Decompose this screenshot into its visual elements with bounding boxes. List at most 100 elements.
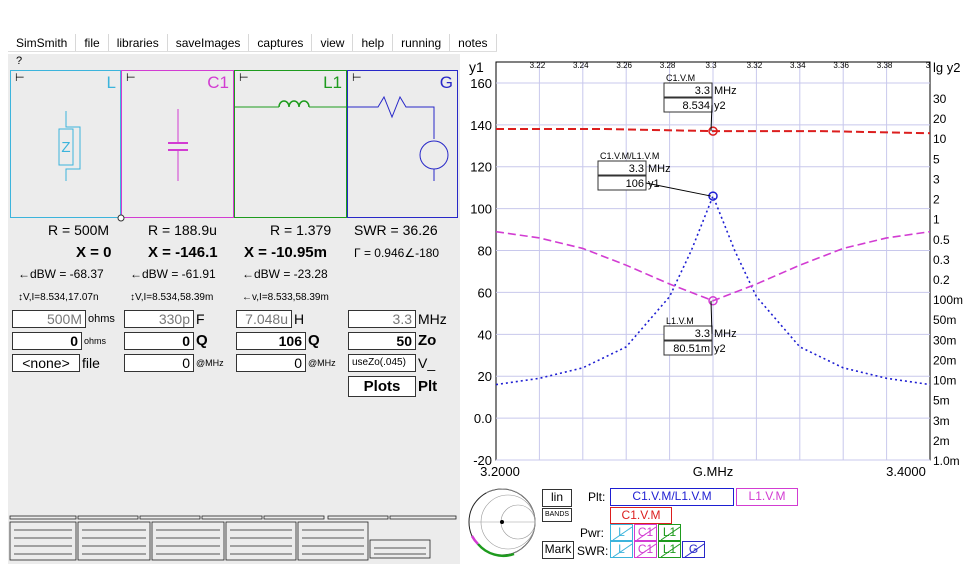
y1-tick-label: 0.0	[474, 411, 492, 426]
block-C1-q-freq-input[interactable]: 0	[124, 354, 194, 372]
menu-captures[interactable]: captures	[249, 34, 313, 51]
y2-tick-label: 0.5	[933, 233, 950, 247]
block-L1-inductance-input[interactable]: 7.048u	[236, 310, 292, 328]
bands-button[interactable]: BANDS	[542, 508, 572, 522]
block-L[interactable]: ⊢ L Z	[10, 70, 121, 218]
inductor-symbol-icon	[235, 100, 348, 108]
menu-notes[interactable]: notes	[450, 34, 497, 51]
x-top-tick-label: 3.26	[616, 61, 632, 70]
swr-toggle-l[interactable]: L	[610, 541, 633, 558]
block-C1-resistance: R = 188.9u	[148, 222, 217, 238]
g-zo-input[interactable]: 50	[348, 332, 416, 350]
y2-axis-label: lg y2	[933, 60, 960, 75]
menu-view[interactable]: view	[312, 34, 354, 51]
menu-libraries[interactable]: libraries	[109, 34, 168, 51]
block-L-resistance: R = 500M	[48, 222, 110, 238]
block-C1-q-input[interactable]: 0	[124, 332, 194, 350]
plots-button[interactable]: Plots	[348, 376, 416, 397]
swr-selector-label: SWR:	[577, 544, 609, 558]
plot-series-button-l1[interactable]: L1.V.M	[736, 488, 798, 506]
menu-help[interactable]: help	[353, 34, 394, 51]
circuit-panel: ? ⊢ L Z ⊢ C1 ⊢ L1	[8, 54, 460, 564]
marker-l1-v-m[interactable]	[708, 296, 718, 306]
y2-tick-label: 10	[933, 132, 947, 146]
menu-file[interactable]: file	[76, 34, 109, 51]
block-L1-q-input[interactable]: 106	[236, 332, 306, 350]
x-tick-label: 3.2000	[480, 464, 520, 479]
x-top-tick-label: 3.38	[877, 61, 893, 70]
plot-series-label: C1.V.M	[621, 508, 661, 522]
block-L-file-select[interactable]: <none>	[12, 354, 80, 372]
mark-button[interactable]: Mark	[542, 541, 574, 559]
pin-icon[interactable]: ⊢	[15, 72, 25, 84]
g-unit-1: MHz	[418, 311, 447, 327]
block-L-reactance-input[interactable]: 0	[12, 332, 82, 350]
toggle-label: C1	[637, 542, 654, 556]
block-G[interactable]: ⊢ G	[347, 70, 458, 218]
block-L1-dbw: ←dBW = -23.28	[242, 267, 328, 281]
y1-tick-label: -20	[473, 453, 492, 468]
help-mark[interactable]: ?	[16, 55, 23, 67]
plt-selector-label: Plt:	[588, 490, 606, 504]
pwr-toggle-c1[interactable]: C1	[634, 524, 657, 541]
series-line-c1-v-m[interactable]	[496, 128, 931, 135]
toggle-label: L1	[662, 525, 677, 539]
lin-button[interactable]: lin	[542, 489, 572, 507]
block-L-unit-3: file	[82, 355, 100, 371]
sweep-chart[interactable]: 160140120100806040200.0-2030201053210.50…	[466, 54, 973, 484]
load-impedance-symbol-icon: Z	[58, 111, 81, 181]
swr-toggle-l1[interactable]: L1	[658, 541, 681, 558]
g-usezo-button[interactable]: useZo(.045)	[348, 354, 416, 372]
pwr-toggle-l[interactable]: L	[610, 524, 633, 541]
y1-tick-label: 100	[470, 202, 492, 217]
marker-title: L1.V.M	[666, 316, 694, 326]
menu-running[interactable]: running	[393, 34, 451, 51]
marker-c1-v-m[interactable]	[708, 126, 718, 136]
library-thumbnails[interactable]	[8, 510, 460, 564]
menu-simsmith[interactable]: SimSmith	[8, 34, 77, 51]
smith-chart-thumbnail[interactable]	[466, 486, 538, 558]
menu-bar: SimSmith file libraries saveImages captu…	[8, 34, 497, 52]
y2-tick-label: 50m	[933, 313, 956, 327]
pwr-toggle-l1[interactable]: L1	[658, 524, 681, 541]
pin-icon[interactable]: ⊢	[352, 72, 362, 84]
block-L1-unit-2: Q	[308, 332, 320, 349]
block-L-resistance-input[interactable]: 500M	[12, 310, 86, 328]
pin-icon[interactable]: ⊢	[239, 72, 249, 84]
block-C1-unit-3: @MHz	[196, 358, 224, 368]
ground-node-icon	[117, 214, 125, 222]
g-reflection-coefficient: Γ = 0.946∠-180	[354, 246, 440, 260]
marker-freq-box	[663, 82, 713, 98]
marker-title: C1.V.M/L1.V.M	[600, 151, 659, 161]
y1-tick-label: 120	[470, 160, 492, 175]
series-line-l1-v-m[interactable]	[495, 230, 931, 302]
block-L1[interactable]: ⊢ L1	[234, 70, 348, 218]
generator-symbol-icon	[348, 95, 449, 181]
marker-value-unit: y1	[648, 178, 660, 190]
y1-tick-label: 160	[470, 76, 492, 91]
block-L1-unit-3: @MHz	[308, 358, 336, 368]
block-C1[interactable]: ⊢ C1	[121, 70, 234, 218]
x-top-tick-label: 3.24	[573, 61, 589, 70]
g-frequency-input[interactable]: 3.3	[348, 310, 416, 328]
block-C1-capacitance-input[interactable]: 330p	[124, 310, 194, 328]
block-L1-resistance: R = 1.379	[270, 222, 332, 238]
swr-toggle-g[interactable]: G	[682, 541, 705, 558]
swr-toggle-c1[interactable]: C1	[634, 541, 657, 558]
menu-saveimages[interactable]: saveImages	[168, 34, 250, 51]
plt-label: Plt	[418, 378, 438, 395]
block-label: G	[439, 73, 453, 92]
block-C1-dbw: ←dBW = -61.91	[130, 267, 216, 281]
y2-tick-label: 20m	[933, 353, 956, 367]
plot-series-button-c1[interactable]: C1.V.M	[610, 507, 672, 524]
plot-series-button-ratio[interactable]: C1.V.M/L1.V.M	[610, 488, 734, 506]
y2-tick-label: 3	[933, 172, 940, 186]
y1-tick-label: 60	[478, 285, 492, 300]
block-L1-q-freq-input[interactable]: 0	[236, 354, 306, 372]
series-line-c1-v-m-l1-v-m[interactable]	[495, 193, 931, 386]
pin-icon[interactable]: ⊢	[126, 72, 136, 84]
marker-freq-value: 3.3	[629, 163, 644, 175]
g-swr: SWR = 36.26	[354, 222, 438, 238]
y2-tick-label: 10m	[933, 374, 956, 388]
